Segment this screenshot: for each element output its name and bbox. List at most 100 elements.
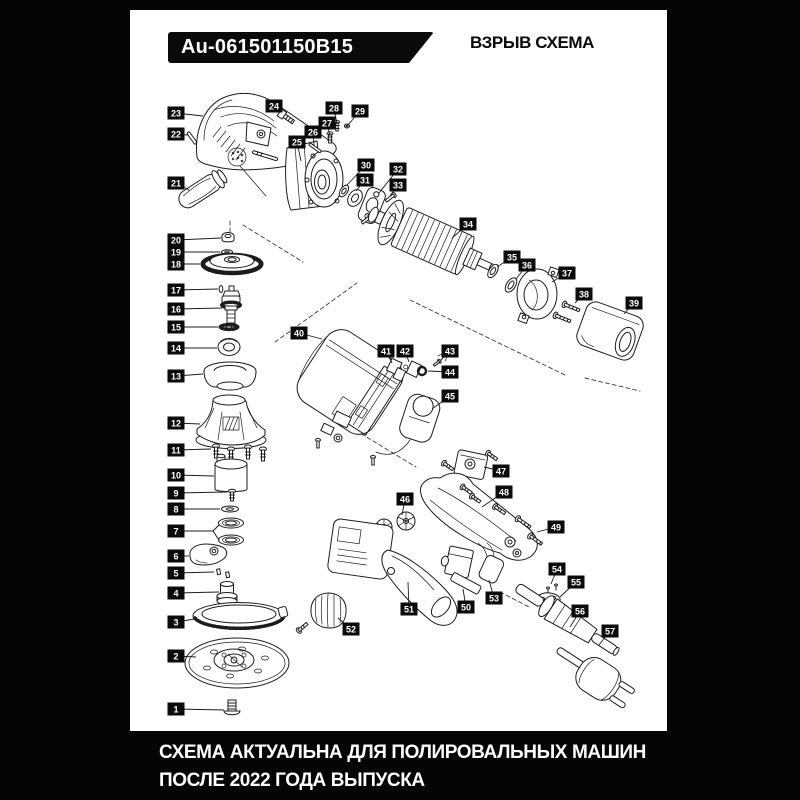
- footer-line-1: СХЕМА АКТУАЛЬНА ДЛЯ ПОЛИРОВАЛЬНЫХ МАШИН: [159, 742, 646, 763]
- part-label-number-56: 56: [575, 606, 585, 616]
- part-label-box-53: [485, 591, 503, 605]
- part-label-number-57: 57: [605, 626, 615, 636]
- part-shaft-washers: [487, 263, 518, 293]
- part-fan-wheels: [375, 511, 416, 536]
- part-label-box-57: [601, 624, 619, 638]
- part-label-21: 21: [167, 176, 190, 191]
- part-label-box-55: [567, 575, 585, 589]
- part-label-box-36: [518, 258, 536, 272]
- part-label-47: 47: [483, 464, 510, 478]
- part-label-box-50: [457, 600, 475, 614]
- part-label-20: 20: [167, 233, 222, 247]
- part-brush-holders: [386, 354, 447, 382]
- part-label-11: 11: [167, 443, 212, 457]
- part-switch: [440, 545, 482, 595]
- part-label-box-10: [167, 468, 185, 482]
- part-top-cover: [419, 472, 538, 561]
- part-label-3: 3: [167, 615, 196, 629]
- part-label-box-49: [547, 520, 565, 534]
- part-label-51: 51: [400, 581, 418, 616]
- part-label-box-54: [548, 562, 566, 576]
- part-gear-stack: [200, 232, 264, 391]
- part-label-6: 6: [167, 549, 189, 563]
- part-bracket-plate: [440, 449, 499, 480]
- part-label-40: 40: [290, 326, 323, 340]
- part-label-number-38: 38: [579, 289, 589, 299]
- part-label-box-52: [342, 622, 360, 636]
- part-counterweight-stack: [212, 453, 248, 546]
- part-washer-bearing-gasket: [338, 184, 397, 225]
- part-label-8: 8: [167, 502, 220, 516]
- part-label-24: 24: [265, 99, 283, 113]
- part-label-number-44: 44: [445, 367, 455, 377]
- part-label-box-32: [389, 162, 407, 176]
- part-label-box-23: [167, 106, 185, 120]
- part-label-number-48: 48: [499, 487, 509, 497]
- part-label-box-16: [167, 302, 185, 316]
- part-bell-housing: [195, 394, 267, 449]
- part-label-27: 27: [318, 116, 336, 137]
- part-label-box-20: [167, 233, 185, 247]
- part-label-number-6: 6: [173, 551, 178, 561]
- part-label-box-26: [304, 125, 322, 139]
- part-label-box-30: [357, 158, 375, 172]
- part-label-box-28: [325, 101, 343, 115]
- part-label-box-1: [167, 702, 185, 716]
- part-label-1: 1: [167, 702, 225, 716]
- part-label-box-8: [167, 502, 185, 516]
- part-label-46: 46: [396, 492, 414, 516]
- part-label-7: 7: [167, 524, 213, 538]
- part-label-number-24: 24: [269, 101, 279, 111]
- part-label-50: 50: [457, 588, 475, 614]
- part-brake-ring: [192, 602, 289, 631]
- part-backing-pad: [184, 637, 290, 689]
- part-label-box-35: [503, 250, 521, 264]
- part-label-number-50: 50: [461, 602, 471, 612]
- part-label-26: 26: [304, 125, 322, 146]
- part-label-box-44: [441, 365, 459, 379]
- part-label-number-19: 19: [171, 247, 181, 257]
- part-label-35: 35: [496, 250, 521, 268]
- part-side-handle: [178, 169, 228, 209]
- part-label-number-35: 35: [507, 252, 517, 262]
- part-label-box-37: [558, 266, 576, 280]
- part-label-number-54: 54: [552, 564, 562, 574]
- part-vent-cover: [295, 592, 347, 634]
- part-label-box-11: [167, 443, 185, 457]
- part-label-33: 33: [389, 178, 407, 197]
- part-label-number-52: 52: [346, 624, 356, 634]
- part-bearing-housing: [252, 140, 344, 211]
- part-label-number-20: 20: [171, 235, 181, 245]
- part-label-17: 17: [167, 283, 219, 297]
- model-badge: Au-061501150B15: [168, 32, 434, 63]
- part-label-box-17: [167, 283, 185, 297]
- part-label-number-3: 3: [173, 617, 178, 627]
- part-label-28: 28: [325, 101, 343, 125]
- part-label-5: 5: [167, 566, 215, 580]
- part-label-54: 54: [548, 562, 566, 585]
- part-label-box-6: [167, 549, 185, 563]
- part-label-number-23: 23: [171, 108, 181, 118]
- part-label-box-2: [167, 649, 185, 663]
- page-title: ВЗРЫВ СХЕМА: [470, 33, 595, 52]
- part-label-39: 39: [623, 296, 643, 315]
- part-label-box-43: [441, 344, 459, 358]
- part-label-53: 53: [485, 579, 503, 605]
- part-label-16: 16: [167, 302, 223, 316]
- part-label-37: 37: [551, 266, 576, 283]
- part-label-number-34: 34: [463, 219, 473, 229]
- part-label-36: 36: [515, 258, 536, 280]
- part-label-10: 10: [167, 468, 215, 482]
- part-label-45: 45: [431, 389, 459, 410]
- part-pad-screw: [223, 699, 241, 716]
- part-label-number-39: 39: [629, 298, 639, 308]
- part-label-number-1: 1: [173, 704, 178, 714]
- part-label-34: 34: [451, 217, 477, 239]
- part-label-box-42: [396, 344, 414, 358]
- part-stator-screws: [552, 300, 581, 324]
- part-label-number-27: 27: [322, 118, 332, 128]
- part-label-box-45: [441, 389, 459, 403]
- part-label-9: 9: [167, 486, 228, 500]
- part-label-number-53: 53: [489, 593, 499, 603]
- part-label-box-29: [351, 104, 369, 118]
